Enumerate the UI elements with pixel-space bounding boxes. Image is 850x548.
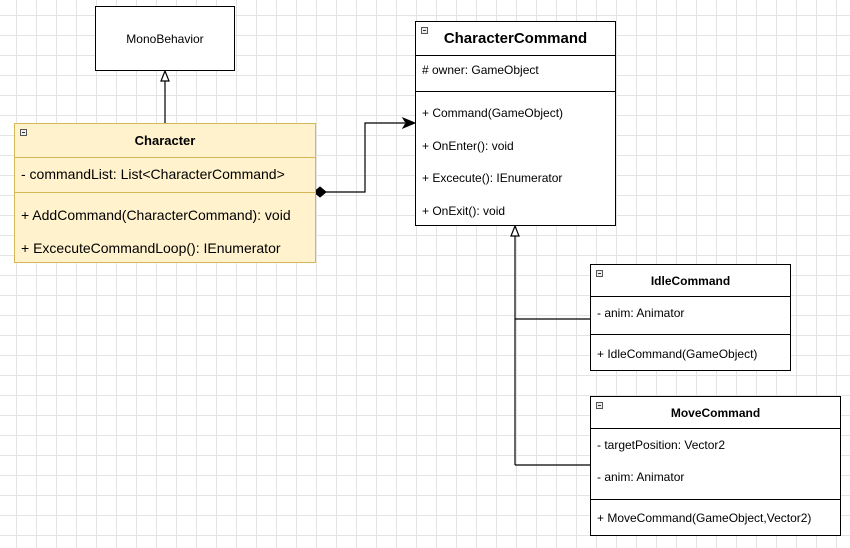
class-character[interactable]: Character - commandList: List<CharacterC…	[14, 123, 316, 263]
methods-section: + Command(GameObject) + OnEnter(): void …	[416, 91, 615, 227]
class-name: IdleCommand	[650, 273, 731, 288]
method: + ExcecuteCommandLoop(): IEnumerator	[21, 239, 281, 256]
association-character-charactercommand	[326, 122, 405, 193]
method: + Command(GameObject)	[422, 106, 564, 121]
method: + OnExit(): void	[422, 203, 506, 218]
attributes-section: - targetPosition: Vector2 - anim: Animat…	[591, 429, 840, 499]
collapse-icon[interactable]	[20, 129, 27, 136]
class-header: IdleCommand	[591, 265, 790, 297]
class-name: MoveCommand	[670, 405, 761, 420]
inheritance-arrowhead	[160, 69, 170, 82]
methods-section: + AddCommand(CharacterCommand): void + E…	[15, 192, 315, 264]
class-charactercommand[interactable]: CharacterCommand # owner: GameObject + C…	[415, 21, 616, 226]
attribute: - targetPosition: Vector2	[597, 437, 726, 452]
method: + OnEnter(): void	[422, 138, 514, 153]
attribute: - anim: Animator	[597, 470, 685, 484]
method: + MoveCommand(GameObject,Vector2)	[597, 510, 812, 525]
composition-diamond	[313, 186, 327, 198]
attributes-section: - anim: Animator	[591, 297, 790, 334]
class-name: MonoBehavior	[126, 31, 204, 46]
class-monobehavior[interactable]: MonoBehavior	[95, 6, 235, 71]
collapse-icon[interactable]	[596, 402, 603, 409]
attributes-section: # owner: GameObject	[416, 56, 615, 91]
methods-section: + MoveCommand(GameObject,Vector2)	[591, 499, 840, 532]
class-idlecommand[interactable]: IdleCommand - anim: Animator + IdleComma…	[590, 264, 791, 371]
attribute: # owner: GameObject	[422, 62, 539, 77]
class-header: Character	[15, 124, 315, 158]
class-header: CharacterCommand	[416, 22, 615, 56]
attribute: - anim: Animator	[597, 305, 685, 320]
attribute: - commandList: List<CharacterCommand>	[21, 166, 285, 182]
collapse-icon[interactable]	[421, 27, 428, 34]
method: + IdleCommand(GameObject)	[597, 346, 758, 361]
class-name: CharacterCommand	[443, 30, 588, 47]
inheritance-arrowhead	[510, 224, 520, 237]
class-header: MoveCommand	[591, 397, 840, 429]
class-name: Character	[134, 133, 196, 148]
association-arrowhead	[401, 116, 417, 130]
method: + AddCommand(CharacterCommand): void	[21, 206, 291, 223]
class-movecommand[interactable]: MoveCommand - targetPosition: Vector2 - …	[590, 396, 841, 536]
methods-section: + IdleCommand(GameObject)	[591, 334, 790, 368]
method: + Excecute(): IEnumerator	[422, 171, 563, 186]
collapse-icon[interactable]	[596, 270, 603, 277]
attributes-section: - commandList: List<CharacterCommand>	[15, 158, 315, 192]
